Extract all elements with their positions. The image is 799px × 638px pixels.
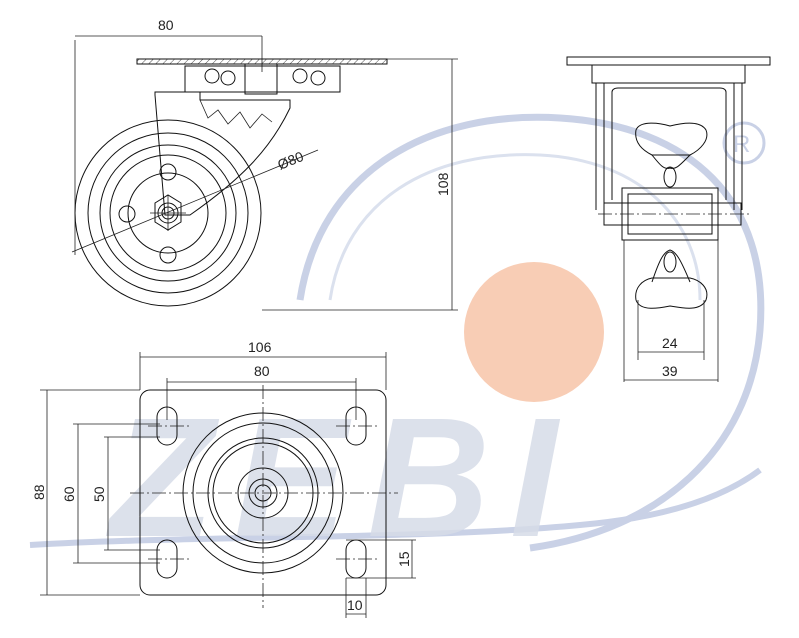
watermark-arc-inner [328,153,702,301]
registered-circle [722,121,766,165]
front-top-plate [566,56,771,66]
watermark-dot [464,262,604,402]
side-width-dim: 80 [158,17,174,33]
slot-width-dim: 10 [347,597,363,613]
plate-view: 106 80 88 60 [31,339,416,618]
side-view: 80 108 Ø80 [71,17,458,311]
swivel-bearing [184,65,341,93]
front-view: 24 39 [566,56,771,382]
slot-length-dim: 15 [396,551,412,567]
fork [154,91,291,216]
plate-hole-spacing-y-inner-dim: 50 [91,486,107,502]
wheel-outer [74,119,262,307]
plate-hole-spacing-x-dim: 80 [254,363,270,379]
top-plate [136,58,388,65]
side-diameter-dim: Ø80 [275,148,306,173]
front-wheel-width-dim: 24 [662,335,678,351]
front-overall-width-dim: 39 [662,363,678,379]
plate-width-dim: 106 [248,339,272,355]
tyre-lower [635,277,708,309]
watermark-arc [296,113,765,552]
plate-height-dim: 88 [31,484,47,500]
side-height-dim: 108 [435,172,451,196]
tyre-upper [635,122,708,156]
plate-hole-spacing-y-outer-dim: 60 [61,486,77,502]
